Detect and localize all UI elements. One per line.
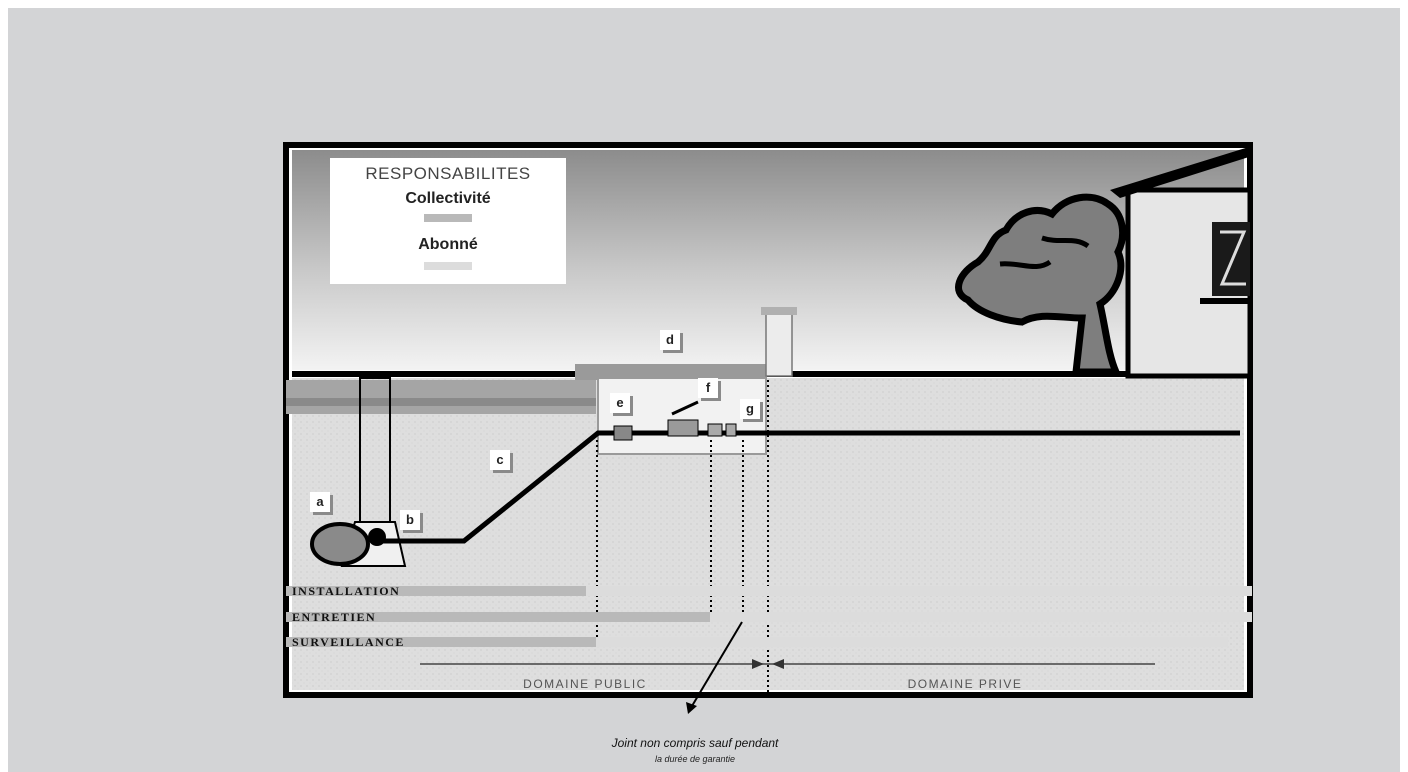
legend-title: RESPONSABILITES [365,164,531,183]
joint-note: Joint non compris sauf pendant [611,736,779,750]
water-main [310,522,370,566]
service-pipe [380,430,1240,544]
bar-label-entretien: ENTRETIEN [292,610,377,624]
tag-g: g [740,399,760,419]
legend-collectivite-label: Collectivité [405,190,491,207]
bar-label-installation: INSTALLATION [292,584,401,598]
legend: RESPONSABILITES Collectivité Abonné [330,158,566,284]
house-roof [1110,146,1252,198]
arrow-prive [772,659,784,669]
bar-installation-abonne [586,586,1252,596]
house-wall [1125,187,1253,379]
tag-d: d [660,330,680,350]
check-valve [707,423,723,437]
tag-b: b [400,510,420,530]
bar-entretien-abonne [710,612,1252,622]
tag-f: f [698,378,718,398]
vent-post [765,311,793,377]
window-sill [1200,298,1250,304]
meter-chamber [597,377,767,455]
stop-valve [613,425,633,441]
tag-e: e [610,393,630,413]
road-hatch [286,398,596,406]
vent-cap [761,307,797,315]
arrow-public [752,659,764,669]
manhole-cover [575,364,767,380]
legend-collectivite-swatch [424,214,472,222]
domain-public-label: DOMAINE PUBLIC [523,677,647,691]
legend-abonne-label: Abonné [418,236,478,253]
tree-branches [999,235,1090,269]
bar-label-surveillance: SURVEILLANCE [292,635,405,649]
tag-a: a [310,492,330,512]
joint [725,423,737,437]
road-strip [286,380,596,414]
bar-entretien-collectivite [286,612,710,622]
note-arrow-head [686,702,697,714]
window-shutter [1219,230,1247,286]
tag-c: c [490,450,510,470]
bar-installation-collectivite [286,586,586,596]
domain-prive-label: DOMAINE PRIVE [907,677,1023,691]
note-pointer [691,621,743,707]
bar-surveillance-abonne [596,637,1228,647]
bar-surveillance-collectivite [286,637,596,647]
joint-note-detail: la durée de garantie [654,754,736,764]
legend-abonne-swatch [424,262,472,270]
water-meter [667,419,699,437]
meter-lever [671,400,699,416]
